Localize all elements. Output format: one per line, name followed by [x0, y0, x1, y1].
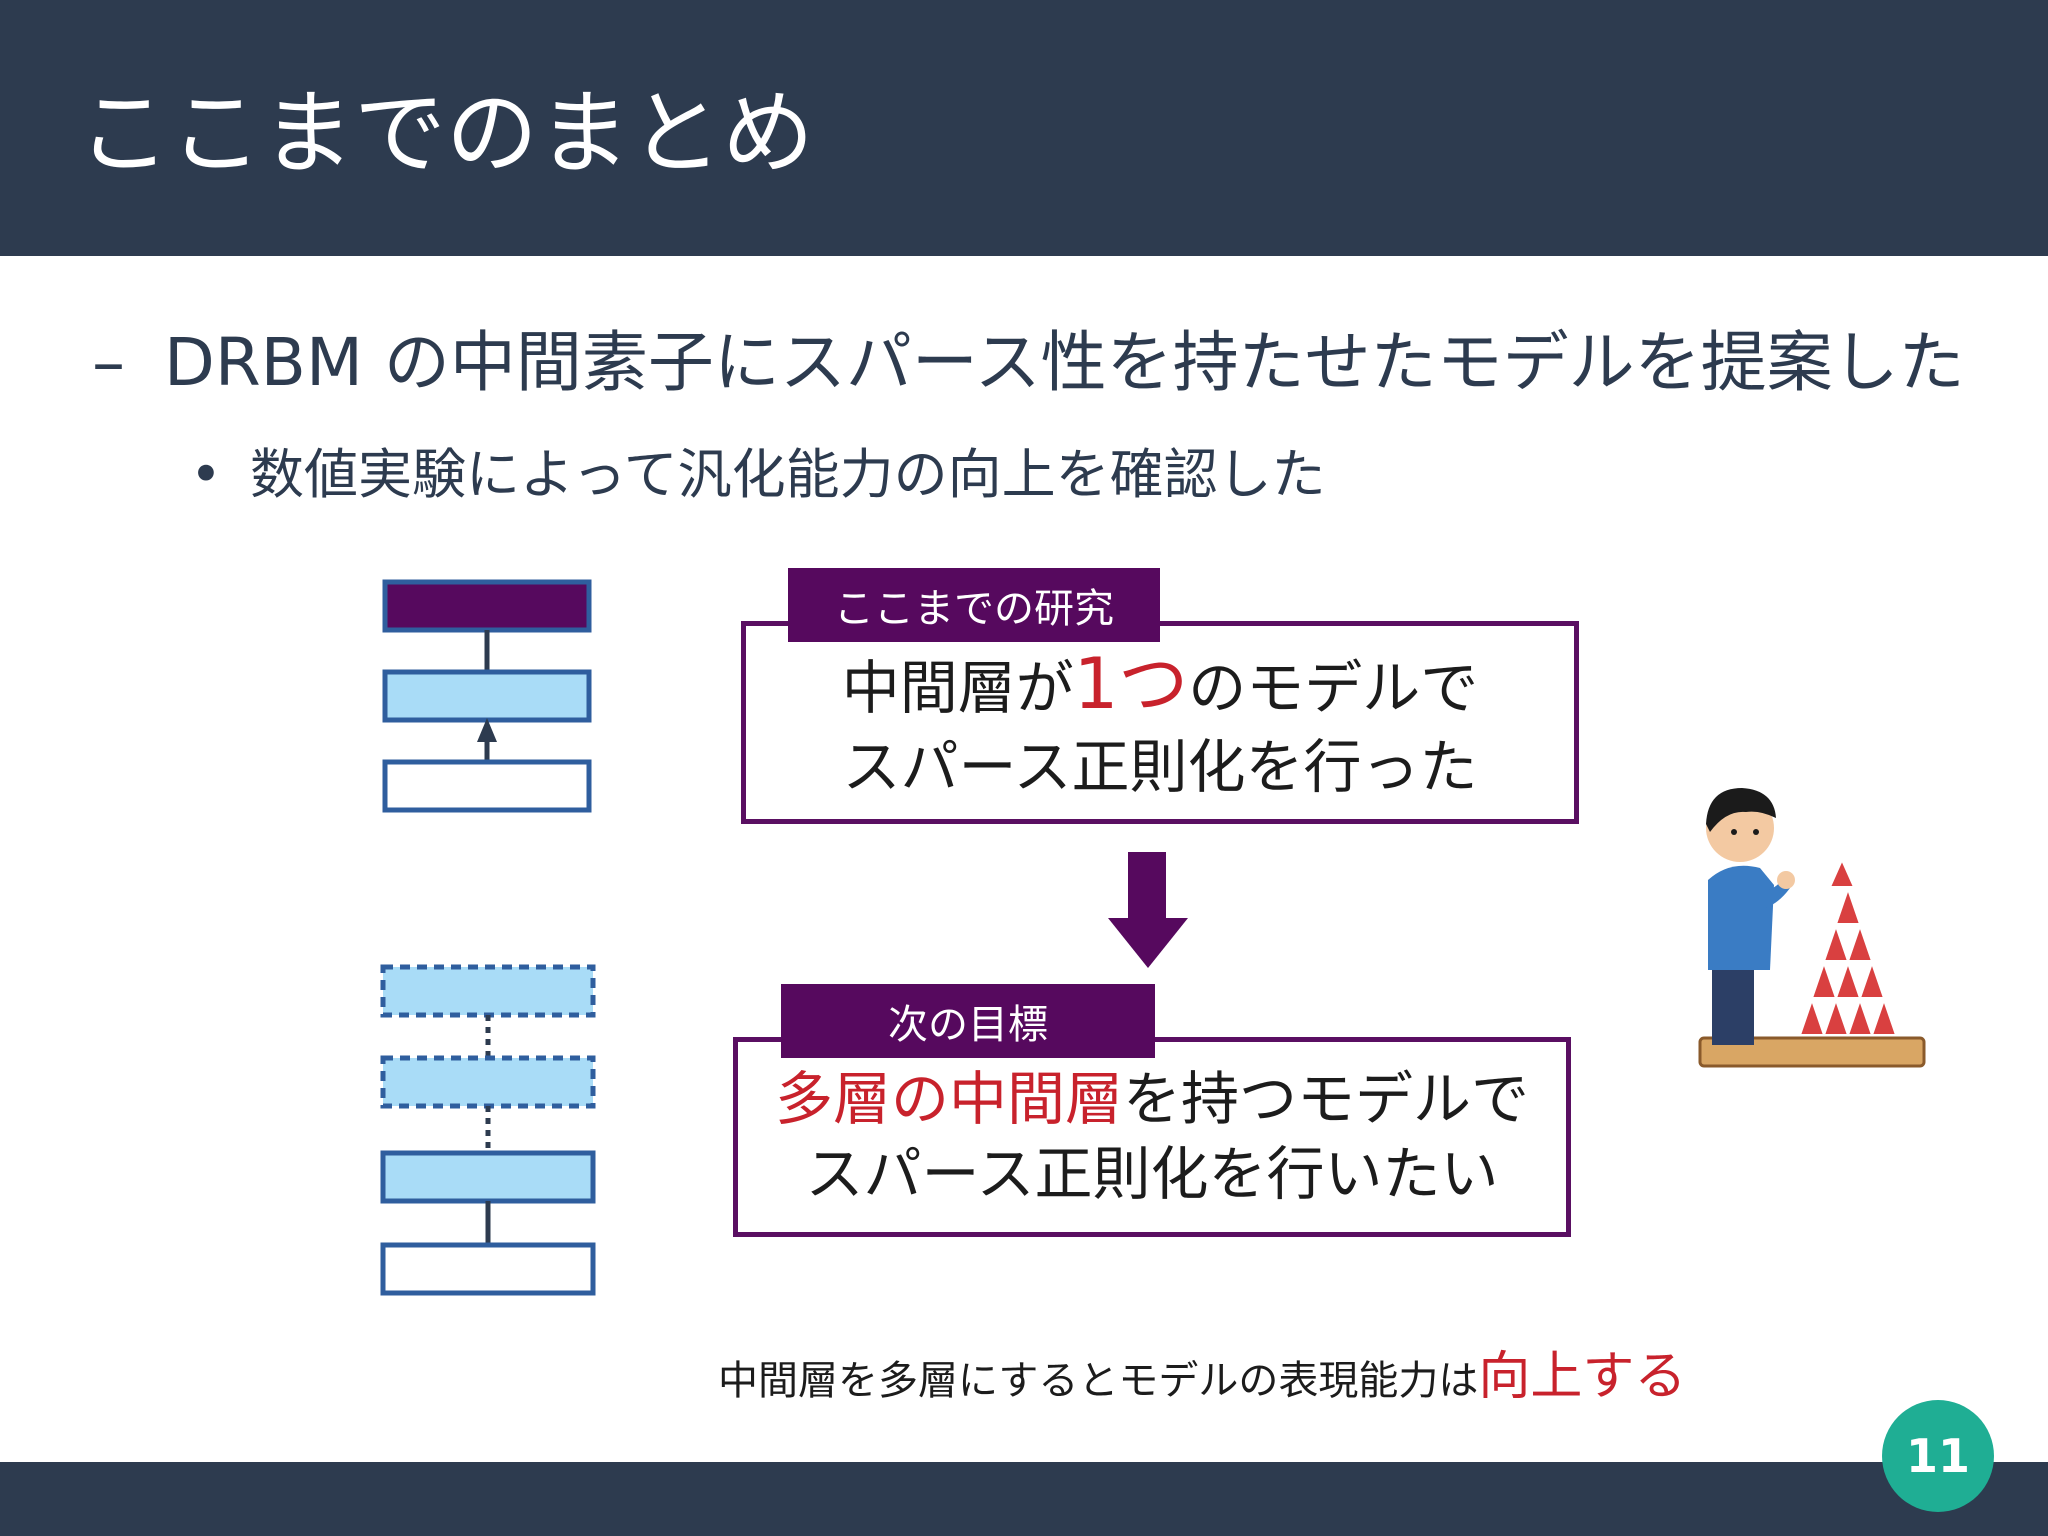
- next-line1: 多層の中間層を持つモデルで: [775, 1062, 1529, 1137]
- card-tower-illustration-icon: [1698, 788, 1926, 1068]
- slide-title: ここまでのまとめ: [78, 80, 815, 187]
- output-layer: [382, 579, 592, 633]
- bullet-level1: –DRBM の中間素子にスパース性を持たせたモデルを提案した: [92, 330, 1965, 396]
- bullet-level1-text: DRBM の中間素子にスパース性を持たせたモデルを提案した: [164, 324, 1965, 401]
- current-line1-num: 1: [1073, 643, 1119, 726]
- down-arrow-icon: [1108, 852, 1188, 968]
- caption-emphasis: 向上する: [1478, 1347, 1687, 1407]
- current-research-tag: ここまでの研究: [788, 568, 1160, 642]
- current-line2: スパース正則化を行った: [842, 733, 1478, 802]
- current-line1: 中間層が1つのモデルで: [842, 639, 1479, 730]
- single-layer-network: [382, 579, 592, 813]
- next-line1-em: 多層の中間層: [774, 1064, 1123, 1133]
- next-goal-tag: 次の目標: [781, 984, 1155, 1058]
- current-line1-pre: 中間層が: [841, 654, 1074, 723]
- hidden-layer: [380, 1150, 596, 1204]
- current-research-box: 中間層が1つのモデルで スパース正則化を行った: [741, 621, 1579, 824]
- page-number-badge: 11: [1882, 1400, 1994, 1512]
- dash-marker: –: [92, 324, 125, 401]
- next-line2: スパース正則化を行いたい: [805, 1140, 1499, 1208]
- current-line1-em: つ: [1118, 643, 1189, 726]
- next-goal-box: 多層の中間層を持つモデルで スパース正則化を行いたい: [733, 1037, 1571, 1237]
- summary-caption: 中間層を多層にするとモデルの表現能力は向上する: [718, 1334, 1686, 1409]
- current-line1-post: のモデルで: [1188, 654, 1479, 723]
- input-layer: [380, 1242, 596, 1296]
- slide-header: ここまでのまとめ: [0, 0, 2048, 256]
- hidden-layer: [382, 669, 592, 723]
- bullet-level2-text: 数値実験によって汎化能力の向上を確認した: [250, 443, 1326, 506]
- dot-marker: •: [190, 443, 222, 506]
- next-line1-post: を持つモデルで: [1123, 1064, 1530, 1133]
- caption-text: 中間層を多層にするとモデルの表現能力は: [718, 1358, 1479, 1404]
- arrow-up-icon: [477, 718, 497, 742]
- hidden-layer-dashed: [380, 964, 596, 1018]
- hidden-layer-dashed: [380, 1055, 596, 1109]
- slide-footer: [0, 1462, 2048, 1536]
- input-layer: [382, 759, 592, 813]
- multi-layer-network: [380, 964, 596, 1296]
- bullet-level2: •数値実験によって汎化能力の向上を確認した: [190, 448, 1326, 502]
